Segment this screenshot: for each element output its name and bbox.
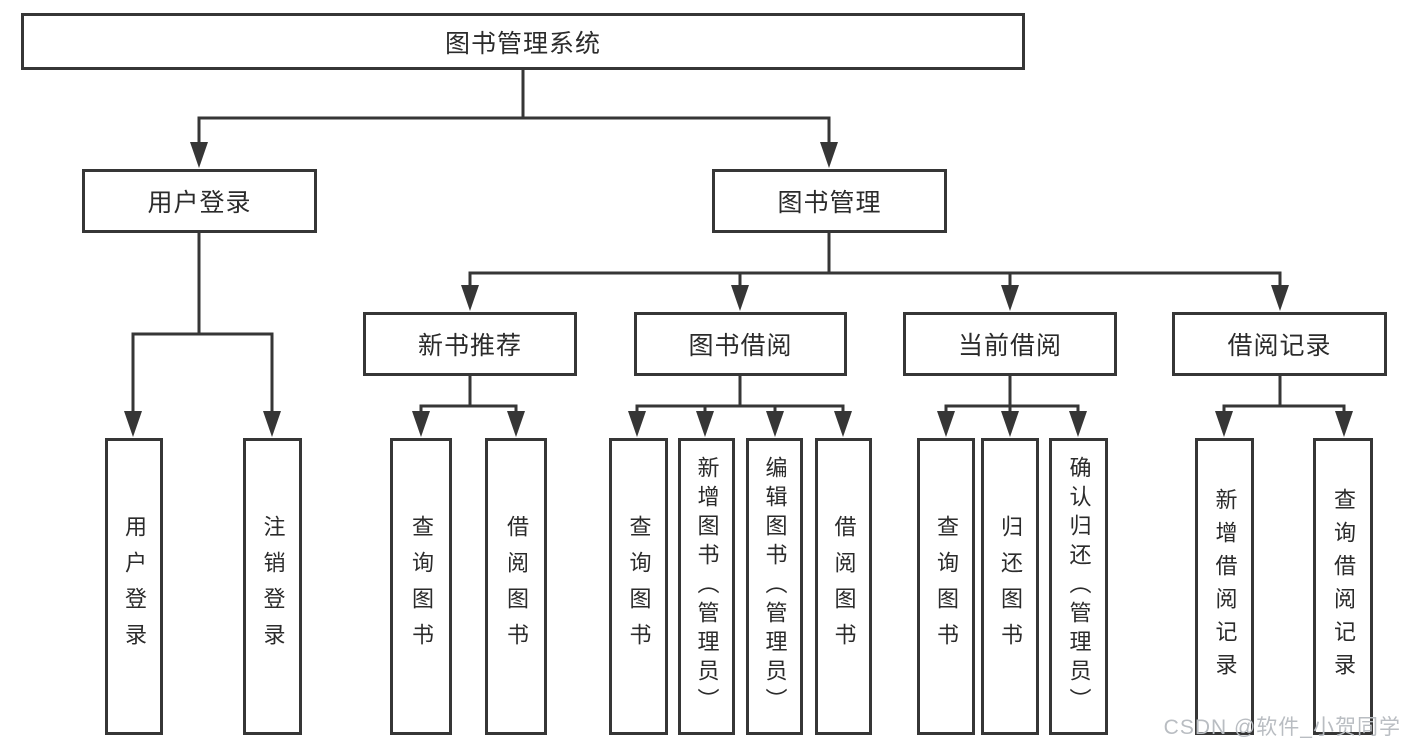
leaf-user-login: 用户登录 xyxy=(105,438,163,735)
leaf-edit-books-admin: 编辑图书（管理员） xyxy=(746,438,803,735)
node-book-management: 图书管理 xyxy=(712,169,947,233)
leaf-logout: 注销登录 xyxy=(243,438,302,735)
node-new-book-recommend: 新书推荐 xyxy=(363,312,577,376)
node-label: 借阅图书 xyxy=(504,514,529,659)
leaf-borrow-books: 借阅图书 xyxy=(815,438,872,735)
node-book-borrow: 图书借阅 xyxy=(634,312,847,376)
leaf-add-borrow-record: 新增借阅记录 xyxy=(1195,438,1254,735)
node-user-login: 用户登录 xyxy=(82,169,317,233)
node-label: 新书推荐 xyxy=(417,332,522,360)
node-label: 确认归还（管理员） xyxy=(1066,456,1092,717)
node-label: 查询图书 xyxy=(934,514,959,659)
node-label: 用户登录 xyxy=(122,514,147,659)
leaf-borrow-books-recommend: 借阅图书 xyxy=(485,438,547,735)
leaf-add-books-admin: 新增图书（管理员） xyxy=(678,438,735,735)
node-borrow-records: 借阅记录 xyxy=(1172,312,1387,376)
node-label: 图书借阅 xyxy=(688,332,793,360)
node-label: 图书管理系统 xyxy=(444,29,601,58)
node-label: 查询借阅记录 xyxy=(1331,487,1356,686)
node-label: 当前借阅 xyxy=(957,332,1062,360)
node-label: 图书管理 xyxy=(777,189,882,217)
node-label: 借阅记录 xyxy=(1227,332,1332,360)
leaf-query-books-borrow: 查询图书 xyxy=(609,438,668,735)
node-label: 借阅图书 xyxy=(831,514,857,659)
node-label: 新增借阅记录 xyxy=(1212,487,1238,686)
node-label: 编辑图书（管理员） xyxy=(762,456,788,717)
node-library-management-system: 图书管理系统 xyxy=(21,13,1025,70)
node-label: 新增图书（管理员） xyxy=(694,456,720,717)
node-label: 归还图书 xyxy=(998,514,1023,659)
leaf-return-books: 归还图书 xyxy=(981,438,1039,735)
node-label: 查询图书 xyxy=(409,514,434,659)
node-label: 注销登录 xyxy=(260,514,286,659)
node-label: 查询图书 xyxy=(626,514,652,659)
csdn-watermark: CSDN @软件_小贺同学 xyxy=(1163,716,1401,739)
leaf-query-books-current: 查询图书 xyxy=(917,438,975,735)
leaf-query-books-recommend: 查询图书 xyxy=(390,438,452,735)
node-current-borrow: 当前借阅 xyxy=(903,312,1117,376)
leaf-confirm-return-admin: 确认归还（管理员） xyxy=(1049,438,1108,735)
leaf-query-borrow-record: 查询借阅记录 xyxy=(1313,438,1373,735)
node-label: 用户登录 xyxy=(147,189,252,217)
